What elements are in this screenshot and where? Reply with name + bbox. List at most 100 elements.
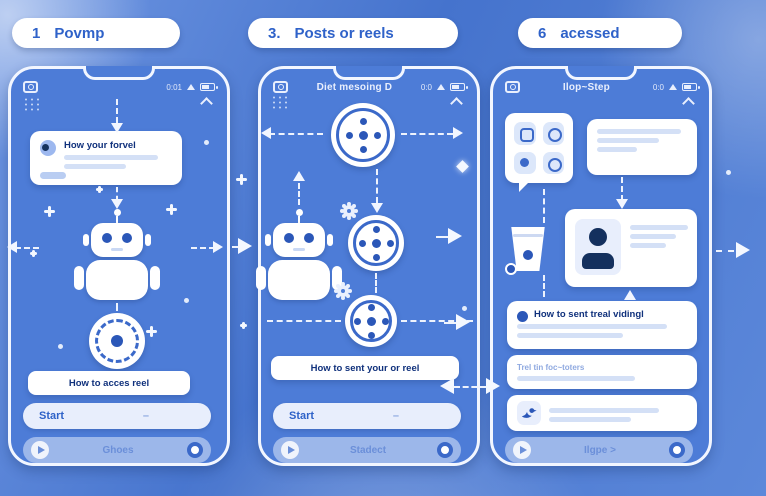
play-icon[interactable] [31,441,49,459]
text-line [517,376,635,381]
phone-notch [83,66,155,80]
step-badge-3: 6 acessed [518,18,682,48]
bottom-bar[interactable]: Stadect [273,437,461,463]
flow-connector [436,236,448,238]
status-bar: Diet mesoing D 0:0 [273,79,468,95]
badge-dot [505,263,517,275]
gear-icon [337,285,349,297]
ring-icon[interactable] [437,442,453,458]
robot-icon [74,209,160,300]
caption-pill: How to acces reel [28,371,190,395]
arrow-right-icon [238,238,252,254]
sparkle-decoration [240,322,247,329]
flow-connector [375,273,377,293]
status-bar: Ilop~Step 0:0 [505,79,700,95]
start-dash: – [392,410,399,422]
robot-eye [102,233,112,243]
step-number: 3. [268,24,281,42]
card-title: How your forvel [64,140,136,151]
flow-connector [376,169,378,203]
flow-connector [543,189,545,223]
flow-connector [444,322,456,324]
phone-mockup-3: Ilop~Step 0:0 [490,66,712,466]
dots-decoration [271,95,291,109]
film-reel-icon [331,103,395,167]
phone-notch [333,66,405,80]
play-icon[interactable] [281,441,299,459]
app-grid-icon [542,151,564,174]
phone-mockup-2: Diet mesoing D 0:0 [256,66,480,466]
chevron-up-icon[interactable] [200,97,213,110]
bottom-bar[interactable]: Ilgpe > [505,437,693,463]
flow-connector [232,246,240,248]
card-title: How to sent treal vidingl [534,309,644,320]
sparkle-decoration [462,306,467,311]
robot-body [74,260,160,300]
avatar [517,311,528,322]
text-line [597,138,659,143]
step-badge-1: 1 Povmp [12,18,180,48]
arrow-right-icon [736,242,750,258]
text-line [64,164,126,169]
ring-icon[interactable] [187,442,203,458]
chevron-up-icon[interactable] [682,97,695,110]
sparkle-decoration [726,170,731,175]
battery-icon [450,83,468,91]
arrow-down-icon [616,199,628,209]
text-line [549,417,631,422]
chevron-up-icon[interactable] [450,97,463,110]
avatar [40,140,56,156]
sparkle-decoration [96,186,103,193]
arrow-right-icon [448,228,462,244]
bottom-bar-label: Stadect [349,444,387,456]
battery-icon [200,83,218,91]
status-title: Diet mesoing D [316,81,393,93]
bottom-bar[interactable]: Ghoes [23,437,211,463]
robot-icon [256,209,342,300]
note-text: Trel tin foc~toters [517,363,585,372]
start-button[interactable]: Start – [273,403,461,429]
arrow-right-icon [213,241,223,253]
card-body [630,219,688,277]
text-line [517,333,623,338]
flow-connector [401,320,473,322]
step-label: acessed [560,24,620,42]
start-button[interactable]: Start – [23,403,211,429]
robot-head [83,223,151,257]
arrow-down-icon [111,199,123,209]
camera-icon [505,81,520,93]
play-icon[interactable] [513,441,531,459]
text-card [587,119,697,175]
status-time: 0:0 [652,82,664,92]
phone-notch [565,66,637,80]
start-label: Start [39,410,65,422]
flow-connector [454,386,486,388]
note-card: Trel tin foc~toters [507,355,697,389]
signal-icon [437,84,445,90]
status-title: Ilop~Step [562,81,610,93]
text-line [630,234,676,239]
ring-icon[interactable] [669,442,685,458]
battery-icon [682,83,700,91]
sparkle-decoration [58,344,63,349]
arrow-left-icon [261,127,271,139]
robot-mouth [111,248,123,251]
flow-connector [298,183,300,205]
step-label: Posts or reels [294,24,394,42]
text-line [630,243,666,248]
arrow-left-icon [440,378,454,394]
chip-decoration [40,172,66,179]
dots-decoration [23,97,43,111]
sparkle-decoration [236,174,247,185]
step-badge-2: 3. Posts or reels [248,18,458,48]
flow-connector [116,99,118,123]
sparkle-decoration [204,140,209,145]
status-time: 0:01 [166,82,182,92]
bottom-bar-label: Ghoes [102,444,134,456]
share-card [507,395,697,431]
signal-icon [187,84,195,90]
arrow-down-icon [111,123,123,133]
flow-connector [116,303,118,311]
flow-connector [543,275,545,297]
